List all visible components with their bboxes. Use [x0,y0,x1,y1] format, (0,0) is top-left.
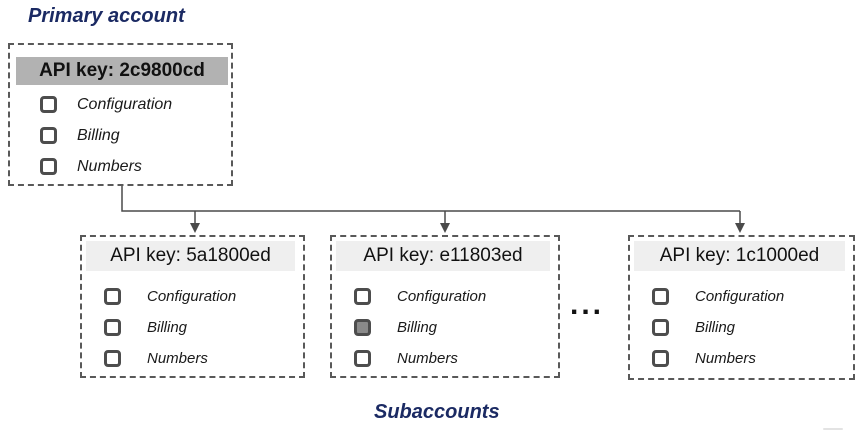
numbers-checkbox[interactable] [652,350,669,367]
permission-row-numbers: Numbers [354,350,550,367]
connector-stem [121,186,740,212]
permission-row-configuration: Configuration [40,96,223,113]
subaccount-3-permission-list: Configuration Billing Numbers [652,288,845,381]
billing-label: Billing [695,319,736,336]
subaccount-2-permission-list: Configuration Billing Numbers [354,288,550,381]
billing-label: Billing [77,126,120,144]
subaccount-box-3: API key: 1c1000ed Configuration Billing … [628,235,855,380]
numbers-checkbox[interactable] [40,158,57,175]
billing-checkbox-checked[interactable] [354,319,371,336]
numbers-checkbox[interactable] [354,350,371,367]
billing-checkbox[interactable] [40,127,57,144]
arrowhead-1-icon [190,223,200,233]
arrowhead-3-icon [735,223,745,233]
primary-permission-list: Configuration Billing Numbers [40,96,223,189]
permission-row-configuration: Configuration [354,288,550,305]
configuration-checkbox[interactable] [104,288,121,305]
billing-checkbox[interactable] [652,319,669,336]
configuration-checkbox[interactable] [652,288,669,305]
subaccount-3-api-key-header: API key: 1c1000ed [634,241,845,271]
permission-row-numbers: Numbers [104,350,295,367]
billing-label: Billing [147,319,188,336]
permission-row-numbers: Numbers [40,158,223,175]
permission-row-billing: Billing [104,319,295,336]
permission-row-billing: Billing [652,319,845,336]
arrowhead-2-icon [440,223,450,233]
permission-row-billing: Billing [40,127,223,144]
subaccount-1-api-key-header: API key: 5a1800ed [86,241,295,271]
primary-account-box: API key: 2c9800cd Configuration Billing … [8,43,233,186]
numbers-label: Numbers [695,350,756,367]
subaccount-1-permission-list: Configuration Billing Numbers [104,288,295,381]
primary-api-key-header: API key: 2c9800cd [16,57,228,85]
numbers-checkbox[interactable] [104,350,121,367]
permission-row-configuration: Configuration [652,288,845,305]
numbers-label: Numbers [147,350,208,367]
more-subaccounts-ellipsis: ... [570,288,605,321]
configuration-checkbox[interactable] [40,96,57,113]
configuration-label: Configuration [147,288,237,305]
permission-row-billing: Billing [354,319,550,336]
edge-artifact-line [823,428,843,430]
primary-account-title: Primary account [28,5,185,27]
billing-label: Billing [397,319,438,336]
configuration-label: Configuration [77,95,173,113]
configuration-label: Configuration [695,288,785,305]
billing-checkbox[interactable] [104,319,121,336]
subaccount-box-1: API key: 5a1800ed Configuration Billing … [80,235,305,378]
subaccount-2-api-key-header: API key: e11803ed [336,241,550,271]
subaccount-box-2: API key: e11803ed Configuration Billing … [330,235,560,378]
subaccounts-title: Subaccounts [374,401,500,423]
numbers-label: Numbers [77,157,142,175]
permission-row-configuration: Configuration [104,288,295,305]
permission-row-numbers: Numbers [652,350,845,367]
configuration-checkbox[interactable] [354,288,371,305]
numbers-label: Numbers [397,350,458,367]
configuration-label: Configuration [397,288,487,305]
